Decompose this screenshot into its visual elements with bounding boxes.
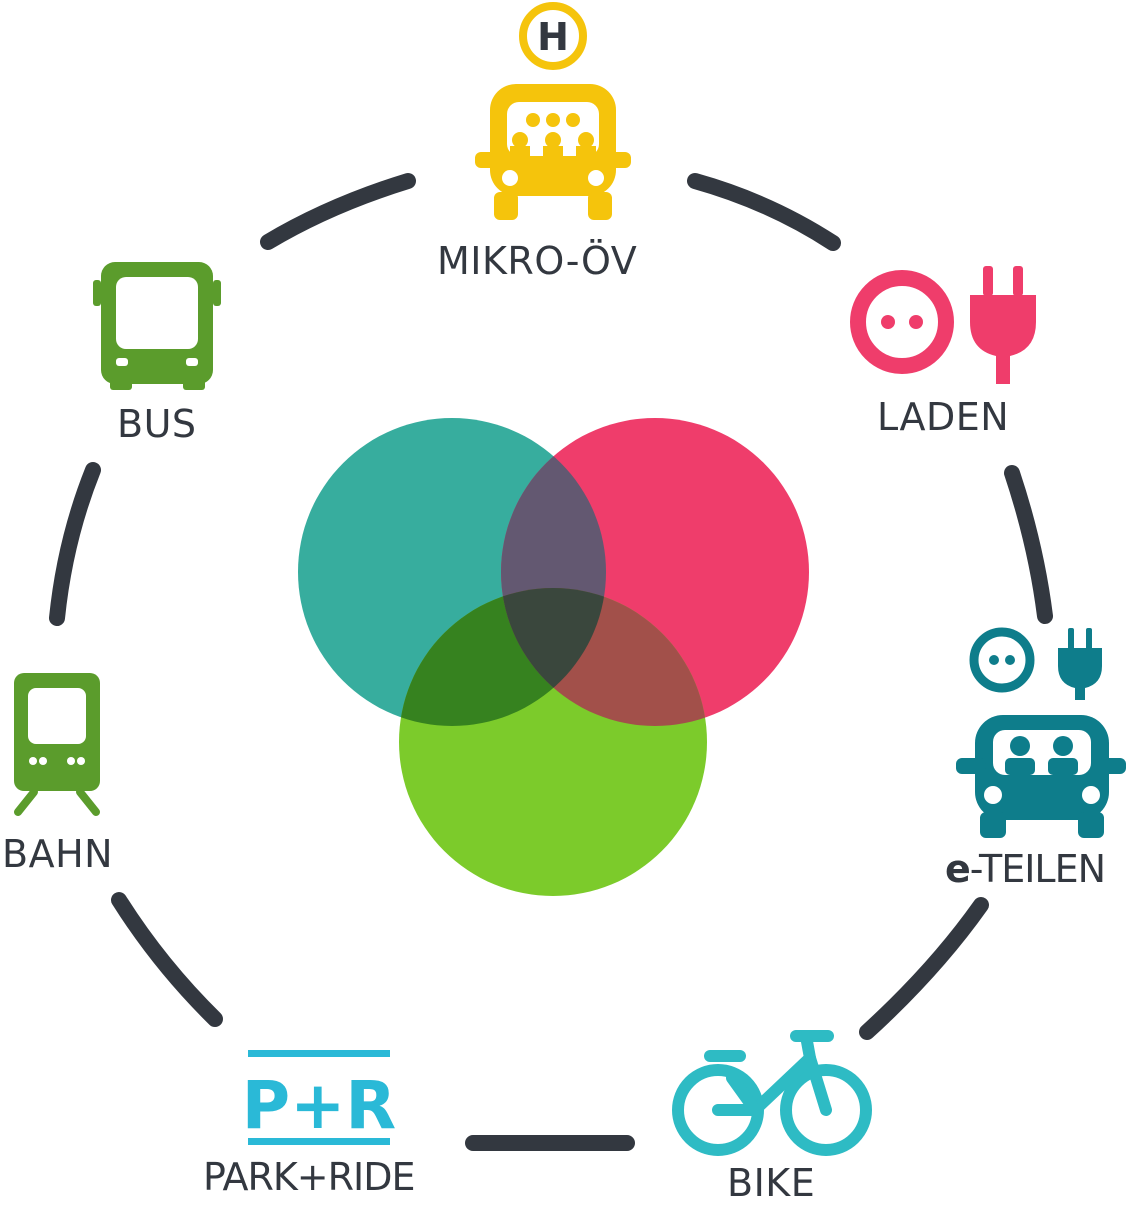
e-teilen-prefix: e	[945, 847, 971, 891]
bus-icon	[93, 262, 221, 390]
e-teilen-suffix: -TEILEN	[969, 847, 1106, 891]
minibus-icon	[475, 84, 631, 220]
plug-icon	[970, 266, 1036, 384]
park-and-ride-icon: P+R	[242, 1050, 397, 1145]
stop-h-badge: H	[519, 2, 587, 70]
ring-segment	[260, 173, 416, 250]
bicycle-icon	[672, 1030, 872, 1156]
venn-diagram	[298, 418, 809, 896]
e-teilen-label: e-TEILEN	[945, 847, 1106, 891]
ring-segment	[859, 897, 989, 1040]
ring-segment	[687, 173, 841, 251]
bus-label: BUS	[117, 402, 197, 446]
bahn-label: BAHN	[2, 832, 114, 876]
ring-segments	[49, 173, 1053, 1151]
ev-car-icon	[956, 627, 1126, 838]
stop-h-letter: H	[537, 15, 569, 59]
ring-segment	[111, 892, 223, 1027]
laden-node	[850, 266, 1036, 384]
venn-overlap-teal-green	[399, 588, 606, 726]
bike-label: BIKE	[727, 1161, 816, 1205]
park-ride-sign: P+R	[242, 1067, 397, 1144]
park-ride-node: P+R	[242, 1050, 397, 1145]
venn-overlap-pink-green	[501, 588, 707, 726]
bus-node	[93, 262, 221, 390]
bike-node	[672, 1030, 872, 1156]
mikro-ov-node: H	[475, 2, 631, 220]
bahn-node	[14, 673, 100, 816]
e-teilen-node	[956, 627, 1126, 838]
park-ride-label: PARK+RIDE	[203, 1155, 416, 1199]
mikro-ov-label: MIKRO-ÖV	[437, 239, 638, 283]
tram-icon	[14, 673, 100, 816]
ring-segment	[1004, 465, 1053, 624]
socket-plug-icon	[850, 266, 1036, 384]
socket-icon	[850, 270, 954, 374]
ring-segment	[49, 462, 101, 626]
laden-label: LADEN	[877, 395, 1010, 439]
